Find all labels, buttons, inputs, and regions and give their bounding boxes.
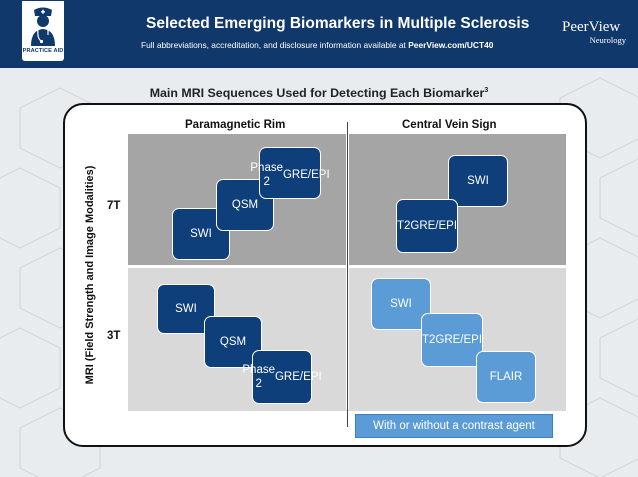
brand-name: PeerView	[562, 19, 621, 35]
row-header-7t: 7T	[107, 200, 121, 212]
column-header-central-vein-sign: Central Vein Sign	[402, 119, 497, 131]
row-header-3t: 3T	[107, 330, 121, 342]
y-axis-label-text: MRI (Field Strength and Image Modalities…	[84, 165, 96, 385]
brand-logo: PeerView Neurology	[562, 19, 632, 46]
brand-subtitle: Neurology	[589, 35, 626, 45]
diagram-title-text: Main MRI Sequences Used for Detecting Ea…	[149, 86, 485, 100]
badge-label: PRACTICE AID	[22, 48, 64, 54]
contrast-agent-note: With or without a contrast agent	[355, 414, 553, 438]
practice-aid-badge: PRACTICE AID	[22, 1, 64, 61]
diagram-title-reference: 3	[484, 86, 489, 94]
column-header-paramagnetic-rim: Paramagnetic Rim	[185, 119, 286, 131]
doctor-icon	[31, 7, 55, 46]
banner-title: Selected Emerging Biomarkers in Multiple…	[146, 15, 530, 32]
subtitle-text: Full abbreviations, accreditation, and d…	[141, 40, 409, 50]
sequence-box-swi: SWI	[448, 155, 508, 207]
subtitle-link[interactable]: PeerView.com/UCT40	[408, 40, 494, 50]
column-divider-line	[347, 122, 348, 427]
header-banner: PRACTICE AID Selected Emerging Biomarker…	[0, 0, 638, 68]
diagram-title: Main MRI Sequences Used for Detecting Ea…	[0, 86, 638, 100]
banner-subtitle: Full abbreviations, accreditation, and d…	[141, 40, 493, 50]
sequence-box-flair: FLAIR	[476, 351, 536, 403]
